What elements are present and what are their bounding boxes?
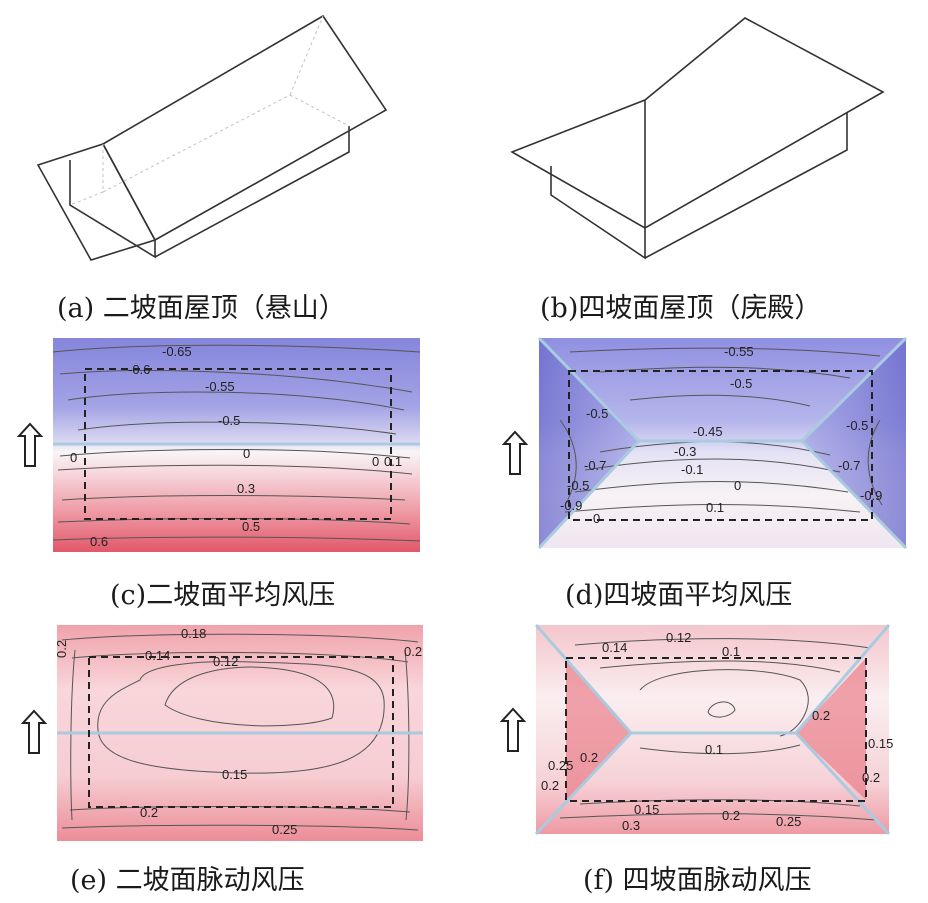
contour-label: -0.5 xyxy=(586,406,608,421)
contour-label: -0.6 xyxy=(128,362,150,377)
contour-label: 0.18 xyxy=(181,626,206,641)
panel-c-gable-mean-pressure: -0.65 -0.6 -0.55 -0.5 0 0 0 0.1 0.3 0.5 … xyxy=(52,338,421,552)
gable-roof-house-drawing xyxy=(36,14,388,261)
caption-a: (a) 二坡面屋顶（悬山） xyxy=(57,293,346,324)
wind-direction-arrow-icon xyxy=(499,707,527,752)
wind-direction-arrow-icon xyxy=(16,422,44,467)
contour-label: -0.55 xyxy=(205,379,235,394)
contour-label: -0.9 xyxy=(560,498,582,513)
contour-label: 0.5 xyxy=(242,519,260,534)
contour-label: 0.15 xyxy=(634,802,659,817)
contour-label: 0.25 xyxy=(548,758,573,773)
contour-label: 0.2 xyxy=(541,778,559,793)
hip-roof-house-drawing xyxy=(510,17,885,260)
contour-label: -0.9 xyxy=(860,488,882,503)
panel-d-hip-mean-pressure: -0.55 -0.5 -0.5 -0.45 -0.3 -0.1 0 0.1 0 … xyxy=(537,336,908,550)
contour-label: 0.2 xyxy=(140,805,158,820)
caption-e: (e) 二坡面脉动风压 xyxy=(70,865,305,896)
contour-label: 0.25 xyxy=(272,822,297,837)
contour-label: -0.45 xyxy=(693,424,723,439)
contour-label: 0.2 xyxy=(580,750,598,765)
contour-label: 0 xyxy=(593,511,600,526)
contour-label: -0.5 xyxy=(218,413,240,428)
contour-label: 0.1 xyxy=(722,644,740,659)
contour-label: 0.12 xyxy=(213,654,238,669)
contour-label: -0.65 xyxy=(162,344,192,359)
contour-label: 0.1 xyxy=(705,742,723,757)
caption-f: (f) 四坡面脉动风压 xyxy=(583,865,812,896)
contour-label: 0.14 xyxy=(145,648,170,663)
contour-label: 0 xyxy=(70,450,77,465)
contour-label: 0.2 xyxy=(722,808,740,823)
contour-label: 0.25 xyxy=(776,814,801,829)
wind-direction-arrow-icon xyxy=(20,709,48,754)
contour-label: 0.3 xyxy=(237,481,255,496)
contour-label: -0.7 xyxy=(838,458,860,473)
contour-label: 0.2 xyxy=(812,708,830,723)
contour-label: 0 xyxy=(734,478,741,493)
contour-label: -0.55 xyxy=(724,344,754,359)
contour-label: 0 xyxy=(243,446,250,461)
contour-label: -0.5 xyxy=(567,478,589,493)
contour-label: 0.2 xyxy=(862,770,880,785)
panel-f-hip-fluctuating-pressure: 0.14 0.12 0.1 0.1 0.15 0.2 0.25 0.3 0.2 … xyxy=(534,624,893,836)
caption-d: (d)四坡面平均风压 xyxy=(565,580,793,611)
contour-label: 0.15 xyxy=(222,767,247,782)
contour-label: 0.2 xyxy=(404,644,422,659)
contour-label: 0.12 xyxy=(666,630,691,645)
contour-label: 0.6 xyxy=(90,534,108,549)
contour-label: 0.2 xyxy=(54,640,69,658)
contour-label: 0.14 xyxy=(602,640,627,655)
caption-b: (b)四坡面屋顶（庑殿） xyxy=(540,293,822,324)
contour-label: 0.1 xyxy=(706,500,724,515)
contour-label: 0.1 xyxy=(384,454,402,469)
contour-label: -0.5 xyxy=(846,418,868,433)
panel-e-gable-fluctuating-pressure: 0.18 0.14 0.12 0.15 0.2 0.25 0.2 0.2 xyxy=(54,625,423,841)
contour-label: 0 xyxy=(372,454,379,469)
contour-label: 0.15 xyxy=(868,736,893,751)
contour-label: 0.3 xyxy=(622,818,640,833)
wind-direction-arrow-icon xyxy=(501,430,529,475)
contour-label: -0.7 xyxy=(584,458,606,473)
caption-c: (c)二坡面平均风压 xyxy=(110,580,336,611)
contour-label: -0.5 xyxy=(730,376,752,391)
contour-label: -0.1 xyxy=(681,462,703,477)
contour-label: -0.3 xyxy=(674,444,696,459)
